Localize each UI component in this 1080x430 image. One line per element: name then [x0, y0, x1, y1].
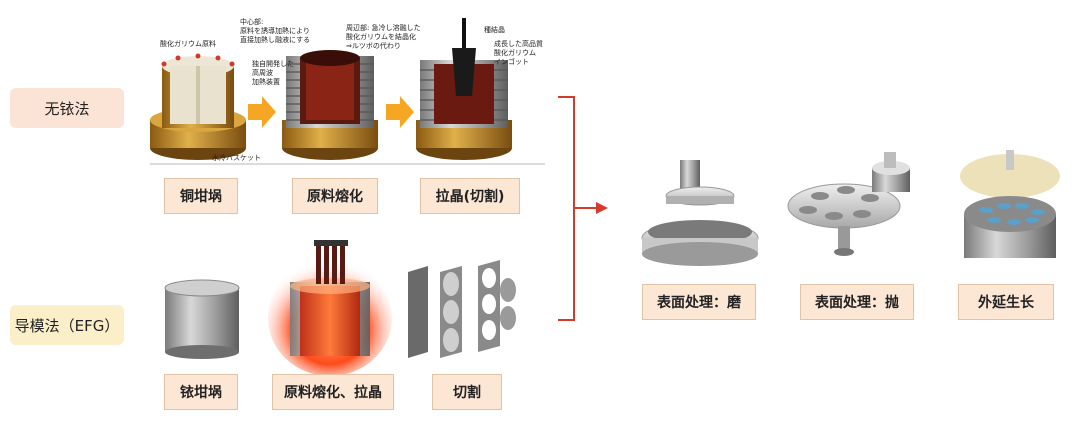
step-iridium-crucible: 铱坩埚: [164, 374, 238, 410]
annotation-ingot: 成長した高品質酸化ガリウムインゴット: [494, 40, 543, 66]
step-raw-melting: 原料熔化: [292, 178, 378, 214]
annotation-ga-raw: 酸化ガリウム原料: [160, 40, 216, 48]
annotation-edge: 周辺部: 急冷し溶融した 酸化ガリウムを結晶化⇒ルツボの代わり: [346, 24, 421, 50]
method-no-iridium: 无铱法: [10, 88, 124, 128]
cutting-illustration: [408, 260, 516, 358]
step-cutting: 切割: [432, 374, 502, 410]
step-epitaxy: 外延生长: [958, 284, 1054, 320]
method-efg: 导模法（EFG）: [10, 305, 124, 345]
polishing-illustration: [787, 152, 910, 256]
annotation-heater: 独自開発した高周波加熱装置: [252, 60, 294, 86]
divider: [150, 163, 545, 165]
melting-illustration: [282, 50, 378, 160]
annotation-center: 中心部: 原料を誘導加熱により直接加熱し融液にする: [240, 18, 311, 44]
epitaxy-illustration: [960, 150, 1060, 258]
step-polishing: 表面处理：抛: [800, 284, 914, 320]
step-efg-melt-pull: 原料熔化、拉晶: [272, 374, 394, 410]
annotation-seed: 種結晶: [484, 26, 505, 34]
step-copper-crucible: 铜坩埚: [164, 178, 238, 214]
step-grinding: 表面处理：磨: [642, 284, 756, 320]
annotation-water-basket: 水冷バスケット: [212, 154, 261, 162]
iridium-crucible-illustration: [164, 279, 240, 359]
arrow-icon: [248, 96, 276, 128]
step-pulling-cutting: 拉晶(切割): [420, 178, 520, 214]
pulling-illustration: [416, 18, 512, 160]
arrow-icon: [386, 96, 414, 128]
copper-crucible-illustration: [150, 53, 246, 160]
efg-melting-illustration: [268, 240, 392, 376]
merge-bracket: [558, 96, 608, 321]
grinding-illustration: [636, 150, 766, 266]
